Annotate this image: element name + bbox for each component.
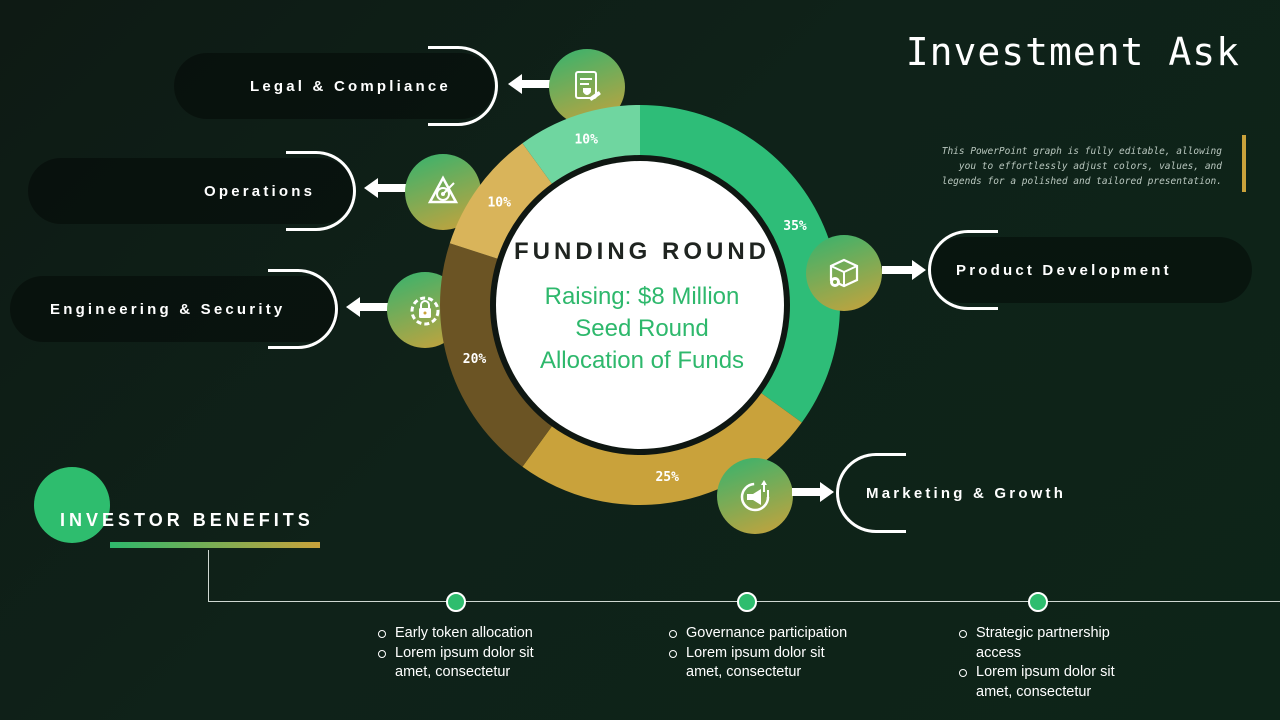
- list-item: Governance participation: [667, 624, 857, 644]
- donut-slice-0: [640, 105, 840, 423]
- donut-data-label-0: 35%: [783, 219, 807, 234]
- benefits-underline: [110, 542, 320, 548]
- funding-round-heading: FUNDING ROUND: [514, 238, 770, 265]
- product-arrow-icon: [882, 260, 926, 280]
- donut-data-label-2: 20%: [463, 352, 487, 367]
- funding-line-allocation: Allocation of Funds: [539, 347, 745, 374]
- category-label-operations: Operations: [204, 183, 316, 200]
- list-item: Lorem ipsum dolor sit amet, consectetur: [376, 644, 546, 683]
- description-accent-bar: [1242, 135, 1246, 192]
- funding-line-seed: Seed Round: [575, 315, 709, 342]
- donut-data-label-4: 10%: [574, 133, 598, 148]
- megaphone-growth-icon: [717, 458, 793, 534]
- marketing-bracket: [836, 453, 906, 533]
- list-item: Early token allocation: [376, 624, 546, 644]
- donut-slice-2: [440, 243, 552, 467]
- operations-bracket: [286, 151, 356, 231]
- page-title: Investment Ask: [905, 30, 1240, 74]
- description-text: This PowerPoint graph is fully editable,…: [941, 146, 1222, 187]
- list-item: Lorem ipsum dolor sit amet, consectetur: [667, 644, 857, 683]
- donut-data-label-1: 25%: [655, 470, 679, 485]
- category-label-engineering: Engineering & Security: [50, 301, 286, 318]
- benefits-accent-circle: [34, 467, 110, 543]
- category-label-legal: Legal & Compliance: [250, 78, 451, 95]
- funding-donut-chart: 35% 25% 20% 10% 10%: [440, 105, 840, 506]
- benefits-list-2: Governance participation Lorem ipsum dol…: [667, 624, 857, 683]
- legal-bracket: [428, 46, 498, 126]
- benefits-list-3: Strategic partnership access Lorem ipsum…: [957, 624, 1127, 702]
- timeline-vertical-line: [208, 550, 209, 601]
- legal-arrow-icon: [508, 74, 552, 94]
- donut-slice-4: [522, 105, 640, 184]
- operations-arrow-icon: [364, 178, 408, 198]
- product-bracket: [928, 230, 998, 310]
- list-item: Lorem ipsum dolor sit amet, consectetur: [957, 663, 1127, 702]
- benefits-list-1: Early token allocation Lorem ipsum dolor…: [376, 624, 546, 683]
- donut-data-label-3: 10%: [487, 196, 511, 211]
- benefits-title: INVESTOR BENEFITS: [60, 510, 314, 530]
- timeline-dot-2: [737, 592, 757, 612]
- package-gear-icon: [806, 235, 882, 311]
- donut-center-disc: [496, 161, 784, 449]
- funding-line-raising: Raising: $8 Million: [544, 283, 740, 310]
- timeline-dot-1: [446, 592, 466, 612]
- category-label-marketing: Marketing & Growth: [866, 485, 1067, 502]
- category-label-product: Product Development: [956, 262, 1172, 279]
- engineering-bracket: [268, 269, 338, 349]
- list-item: Strategic partnership access: [957, 624, 1127, 663]
- timeline-dot-3: [1028, 592, 1048, 612]
- donut-slice-3: [449, 143, 552, 259]
- engineering-arrow-icon: [346, 297, 390, 317]
- marketing-arrow-icon: [792, 482, 834, 502]
